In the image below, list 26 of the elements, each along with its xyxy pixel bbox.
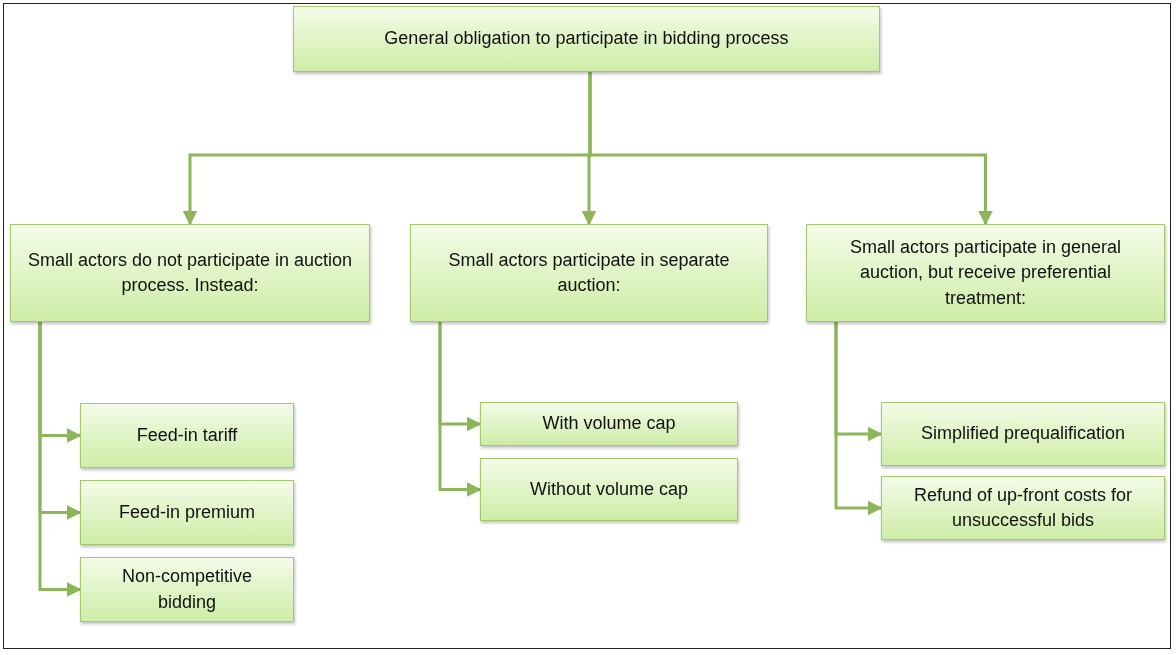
process-box xyxy=(293,6,880,72)
process-box xyxy=(480,402,738,446)
process-box xyxy=(480,458,738,521)
box-label: Feed-in premium xyxy=(118,500,255,524)
box-label: Small actors do not participate in auction process. Instead: xyxy=(26,248,354,297)
process-box xyxy=(10,224,370,322)
box-label: Feed-in tariff xyxy=(136,423,238,447)
box-label: With volume cap xyxy=(542,412,676,436)
box-label: Without volume cap xyxy=(529,477,689,501)
process-box xyxy=(80,403,294,468)
process-box xyxy=(806,224,1165,322)
process-box xyxy=(80,557,294,622)
arrow xyxy=(834,322,883,516)
process-box xyxy=(881,402,1165,466)
arrow xyxy=(588,72,993,226)
box-label: Small actors participate in general auction, but receive preferential treatment: xyxy=(848,236,1123,310)
process-box xyxy=(80,480,294,545)
process-box xyxy=(410,224,768,322)
box-label: Simplified prequalification xyxy=(920,422,1126,446)
process-box xyxy=(881,476,1165,540)
arrow xyxy=(438,322,482,497)
arrow xyxy=(38,322,82,597)
box-label: Non-competitive bidding xyxy=(120,565,254,614)
box-label: General obligation to participate in bidding process xyxy=(384,27,789,51)
box-label: Small actors participate in separate auction: xyxy=(447,248,731,297)
box-label: Refund of up-front costs for unsuccessful bids xyxy=(912,483,1134,532)
